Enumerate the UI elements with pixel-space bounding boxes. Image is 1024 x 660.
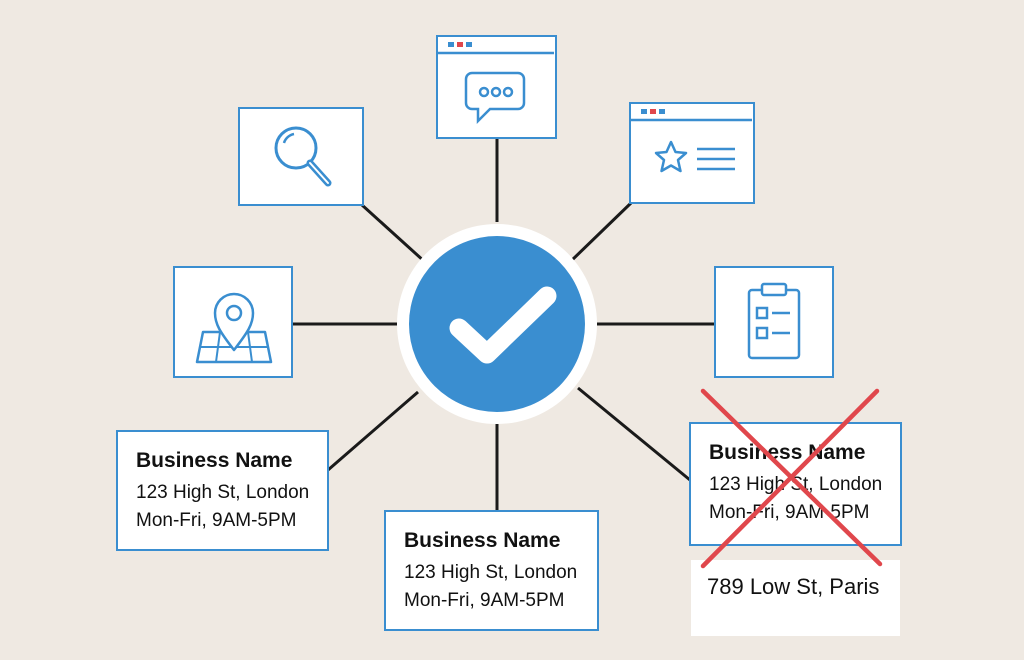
business-address: 123 High St, London (404, 562, 578, 583)
check-mark-icon (449, 286, 557, 364)
listing-card-left: Business Name 123 High St, London Mon-Fr… (116, 430, 329, 551)
wrong-address-label: 789 Low St, Paris (691, 560, 900, 636)
star-list-icon (631, 109, 752, 173)
connector-search (360, 203, 427, 264)
connector-listing-right (577, 386, 691, 482)
reviews-window-box (629, 102, 755, 204)
business-hours: Mon-Fri, 9AM-5PM (136, 510, 297, 531)
chat-window-box (436, 35, 557, 139)
map-box (173, 266, 293, 378)
checklist-box (714, 266, 834, 378)
chat-bubble-icon (438, 42, 554, 125)
connector-listing-left (327, 390, 419, 472)
business-name: Business Name (136, 449, 293, 472)
business-hours: Mon-Fri, 9AM-5PM (709, 502, 870, 523)
magnifier-icon (274, 126, 332, 187)
connector-reviews (568, 201, 633, 264)
search-box (238, 107, 364, 206)
business-hours: Mon-Fri, 9AM-5PM (404, 590, 565, 611)
map-pin-icon (195, 292, 273, 364)
business-name: Business Name (709, 441, 866, 464)
verified-hub (397, 224, 597, 424)
hub-circle (409, 236, 585, 412)
listing-card-center: Business Name 123 High St, London Mon-Fr… (384, 510, 599, 631)
business-name: Business Name (404, 529, 561, 552)
business-address: 123 High St, London (709, 474, 883, 495)
clipboard-icon (747, 282, 801, 360)
business-address: 123 High St, London (136, 482, 310, 503)
listing-card-incorrect: Business Name 123 High St, London Mon-Fr… (689, 422, 902, 546)
